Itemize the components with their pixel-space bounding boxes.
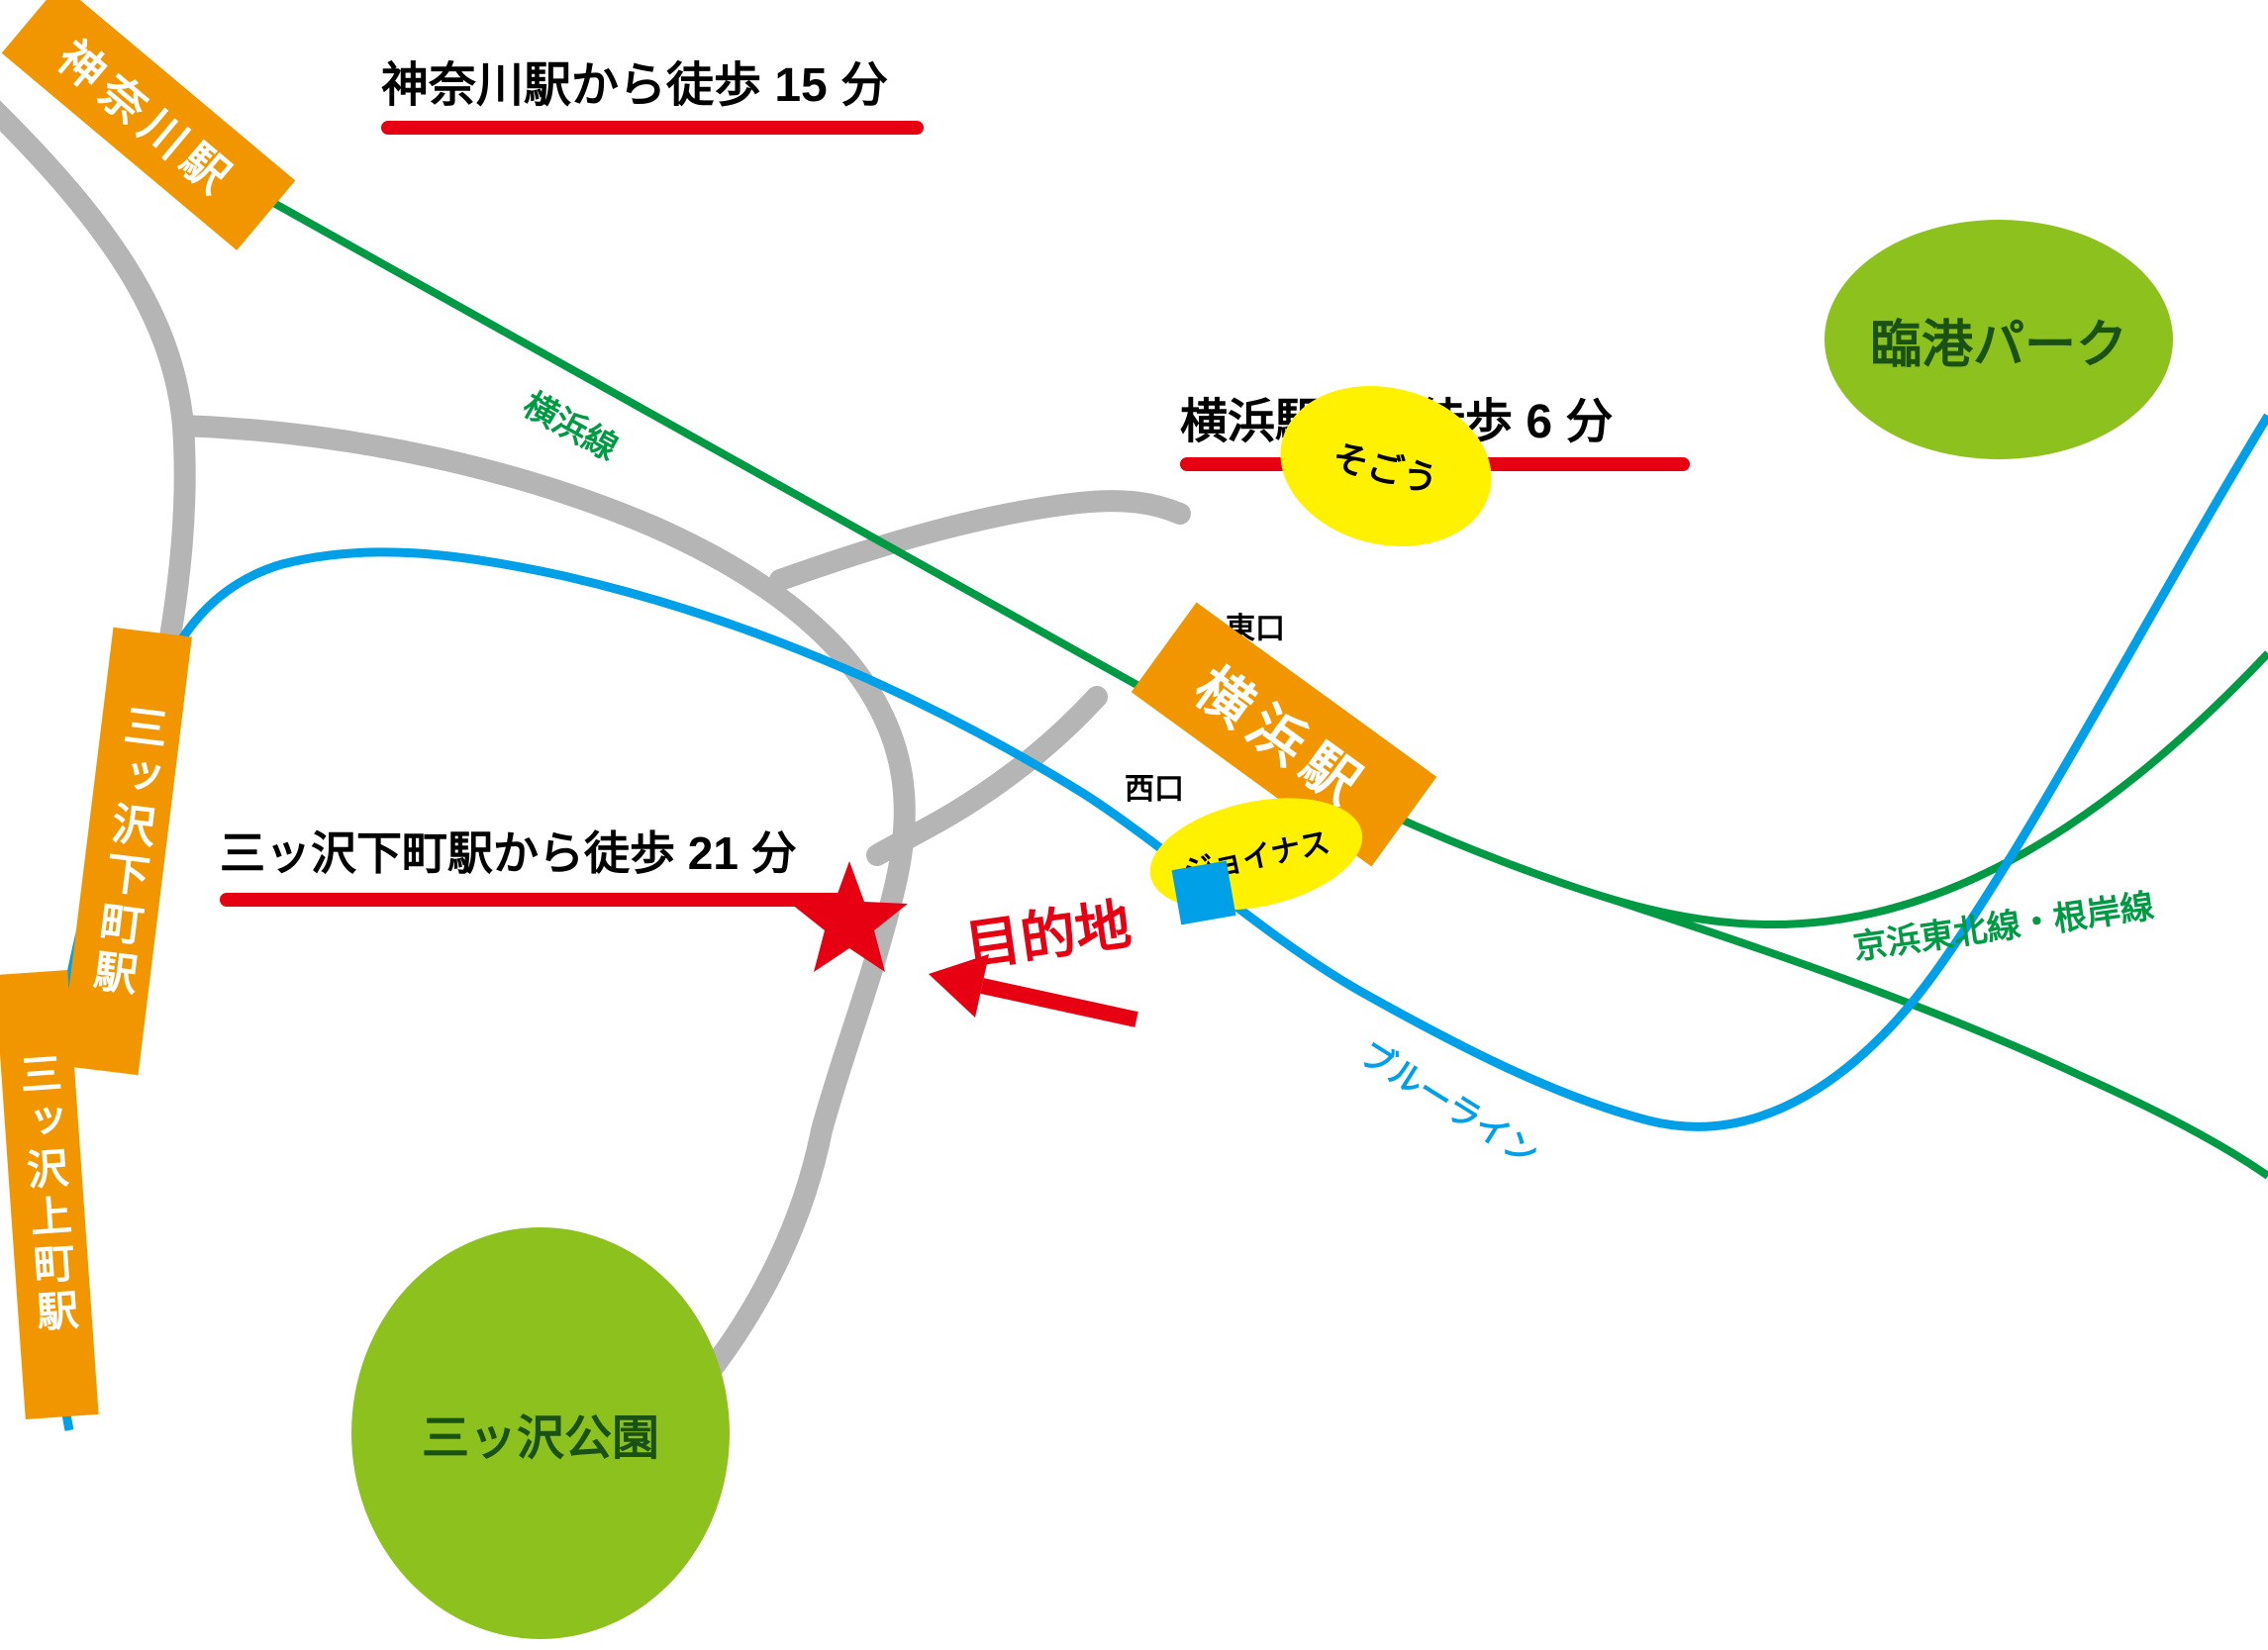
walk-note-kanagawa-underline xyxy=(381,121,924,135)
rinko-park-label: 臨港パーク xyxy=(1869,316,2127,374)
road-to-station xyxy=(769,490,1191,591)
walk-note-mitsuzawa: 三ッ沢下町駅から徒歩 21 分 xyxy=(220,827,797,879)
destination-star-icon xyxy=(791,861,908,972)
sogo-label: そごう xyxy=(1329,436,1442,502)
mitsuzawa-park-label: 三ッ沢公園 xyxy=(421,1412,659,1465)
mitsuzawa-kamicho-station-label: 三ッ沢上町駅 xyxy=(13,1050,80,1339)
west-exit-label: 西口 xyxy=(1125,773,1184,806)
blue-line-station-marker xyxy=(1171,860,1236,925)
destination-arrow-shaft xyxy=(980,978,1138,1027)
rinko-park-ellipse: 臨港パーク xyxy=(1824,220,2173,459)
walk-note-mitsuzawa-underline xyxy=(220,893,851,907)
road-west-exit xyxy=(866,686,1108,866)
walk-note-kanagawa: 神奈川駅から徒歩 15 分 xyxy=(381,59,889,112)
destination-arrow-head-icon xyxy=(929,954,989,1018)
mitsuzawa-park-ellipse: 三ッ沢公園 xyxy=(351,1227,730,1639)
keihin-tohoku-negishi-line-path xyxy=(1602,893,2268,1180)
